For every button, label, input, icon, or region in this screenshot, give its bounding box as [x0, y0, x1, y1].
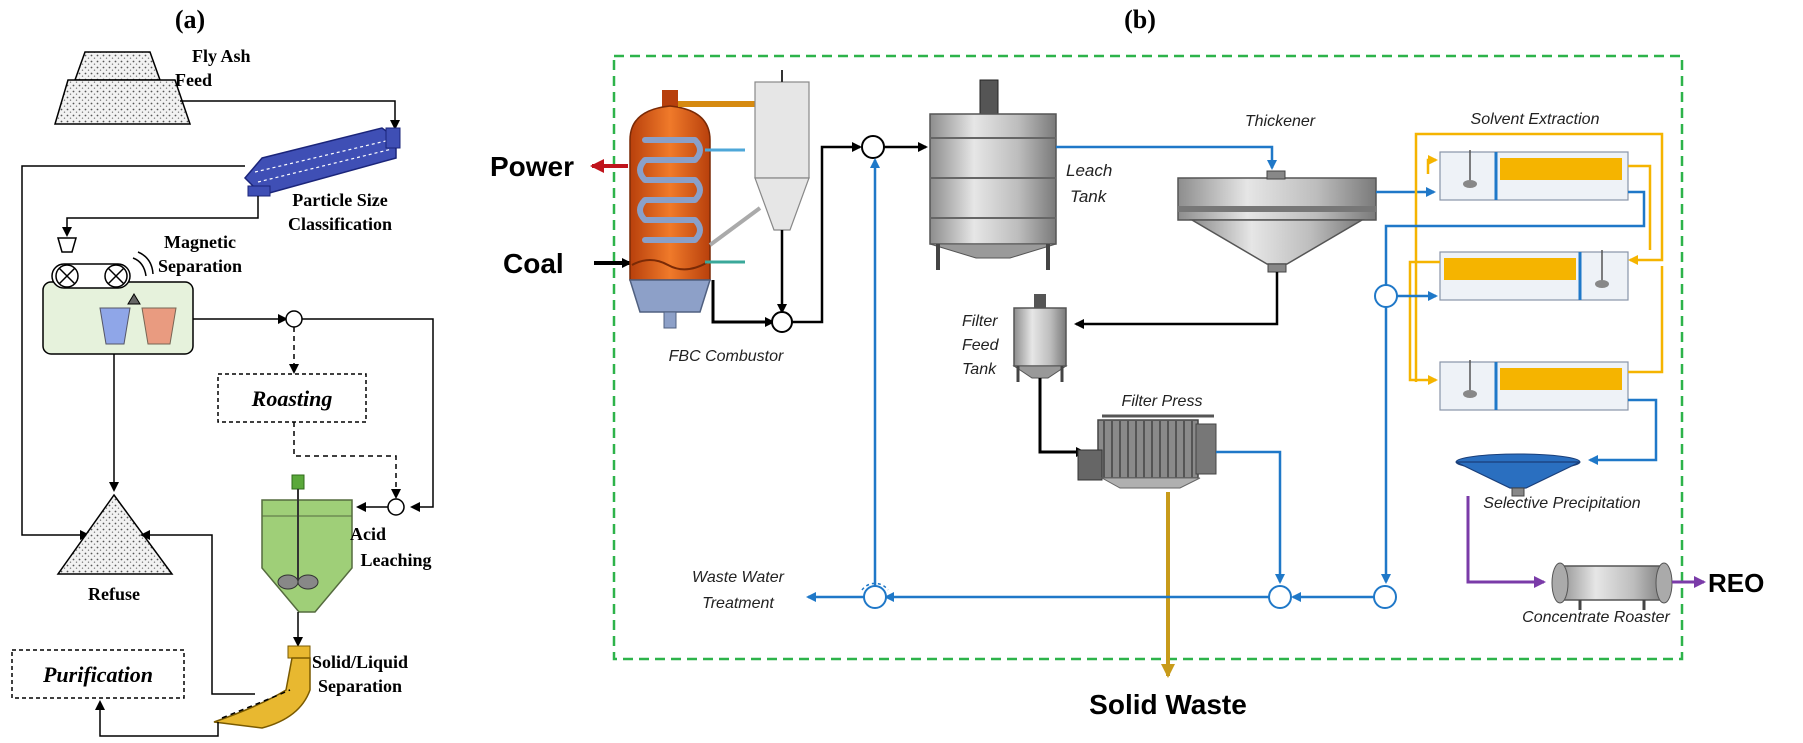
- magnetic-separator: [42, 237, 194, 355]
- acid-label-2: Leaching: [360, 550, 431, 570]
- roasting-box: [217, 373, 367, 423]
- waste-water-label-2: Treatment: [702, 595, 774, 612]
- refuse-label: Refuse: [88, 584, 140, 604]
- particle-size-label-1: Particle Size: [292, 190, 387, 210]
- leach-to-thickener-line: [1056, 145, 1277, 170]
- cyclone: [708, 70, 810, 247]
- purification-box: [11, 649, 185, 699]
- plant-boundary: [612, 54, 1684, 661]
- solid-liquid-label-2: Separation: [318, 676, 402, 696]
- to-filter-press-line: [1038, 378, 1086, 457]
- recycle-dashed-arc: [861, 582, 889, 591]
- reo-label: REO: [1708, 568, 1764, 598]
- ash-line: [711, 280, 775, 327]
- filtrate-line: [1216, 450, 1285, 584]
- fly-ash-label-2: Feed: [175, 70, 212, 90]
- concentrate-roaster: [1551, 562, 1673, 610]
- panel-b: (b) Power Coal FBC Combustor: [490, 5, 1764, 720]
- water-node-left: [863, 585, 887, 609]
- roasted-to-leach-line: [293, 422, 401, 499]
- solvent-extraction-label: Solvent Extraction: [1471, 111, 1600, 128]
- roasting-label: Roasting: [251, 386, 333, 411]
- organic-in-cell1: [1426, 155, 1438, 174]
- solid-liquid-separator: [213, 645, 311, 729]
- solvent-extraction-cell-1: [1439, 150, 1629, 201]
- fbc-combustor: [628, 90, 762, 329]
- splitter-node-a1: [285, 310, 303, 328]
- magnetic-label-2: Separation: [158, 256, 242, 276]
- panel-a-label: (a): [175, 5, 205, 34]
- filter-feed-label-3: Tank: [962, 361, 997, 378]
- thickener: [1177, 170, 1377, 273]
- mixer-node-1: [771, 311, 793, 333]
- magnetic-label-1: Magnetic: [164, 232, 236, 252]
- filter-feed-label-2: Feed: [962, 337, 1000, 354]
- solids-to-refuse-line: [140, 530, 255, 695]
- oversize-line: [21, 165, 245, 540]
- organic-cell2-to-cell3: [1408, 260, 1440, 385]
- fbc-label: FBC Combustor: [669, 348, 784, 365]
- water-node-center: [1268, 585, 1292, 609]
- power-label: Power: [490, 151, 574, 182]
- to-mixer2-line: [792, 142, 862, 324]
- filter-press-label: Filter Press: [1122, 393, 1203, 410]
- strip-liquor-line: [1588, 398, 1658, 465]
- fines-line: [62, 196, 259, 237]
- to-purification-line: [95, 700, 219, 737]
- coal-label: Coal: [503, 248, 564, 279]
- merge-node-a2: [387, 498, 405, 516]
- underflow-line: [1074, 272, 1279, 329]
- acid-leaching-tank: [261, 474, 353, 613]
- organic-loop-outer: [1414, 132, 1664, 382]
- acid-label-1: Acid: [350, 524, 386, 544]
- filter-feed-label-1: Filter: [962, 313, 998, 330]
- precipitate-line: [1466, 496, 1546, 588]
- waste-water-label-1: Waste Water: [692, 569, 785, 586]
- feed-arrow: [180, 100, 400, 130]
- water-node-right: [1373, 585, 1397, 609]
- thickener-label: Thickener: [1245, 113, 1316, 130]
- solvent-extraction-cell-2: [1439, 250, 1629, 301]
- solvent-extraction-cell-3: [1439, 360, 1629, 411]
- leach-label-2: Tank: [1070, 187, 1108, 206]
- fly-ash-label-1: Fly Ash: [192, 46, 251, 66]
- fly-ash-feed-pile: [53, 51, 192, 125]
- selective-precipitation-tank: [1455, 453, 1581, 497]
- filter-feed-tank: [1012, 294, 1068, 382]
- aqueous-cell1-out: [1384, 190, 1646, 286]
- mixer-node-2: [861, 135, 885, 159]
- leach-label-1: Leach: [1066, 161, 1112, 180]
- particle-size-label-2: Classification: [288, 214, 392, 234]
- concentrate-roaster-label: Concentrate Roaster: [1522, 609, 1670, 626]
- panel-b-label: (b): [1124, 5, 1156, 34]
- organic-return: [1628, 266, 1664, 374]
- solid-waste-label: Solid Waste: [1089, 689, 1247, 720]
- solid-liquid-label-1: Solid/Liquid: [312, 652, 408, 672]
- selective-precipitation-label: Selective Precipitation: [1483, 495, 1641, 512]
- panel-a: (a) Fly Ash Feed Particle Size Classific…: [11, 5, 434, 737]
- leach-tank: [929, 79, 1057, 270]
- direct-to-leach-line: [302, 318, 434, 512]
- purification-label: Purification: [42, 662, 153, 687]
- particle-size-classifier: [243, 127, 401, 197]
- filter-press: [1077, 414, 1217, 489]
- organic-cell1-to-cell2: [1628, 164, 1652, 250]
- se-node: [1374, 284, 1398, 308]
